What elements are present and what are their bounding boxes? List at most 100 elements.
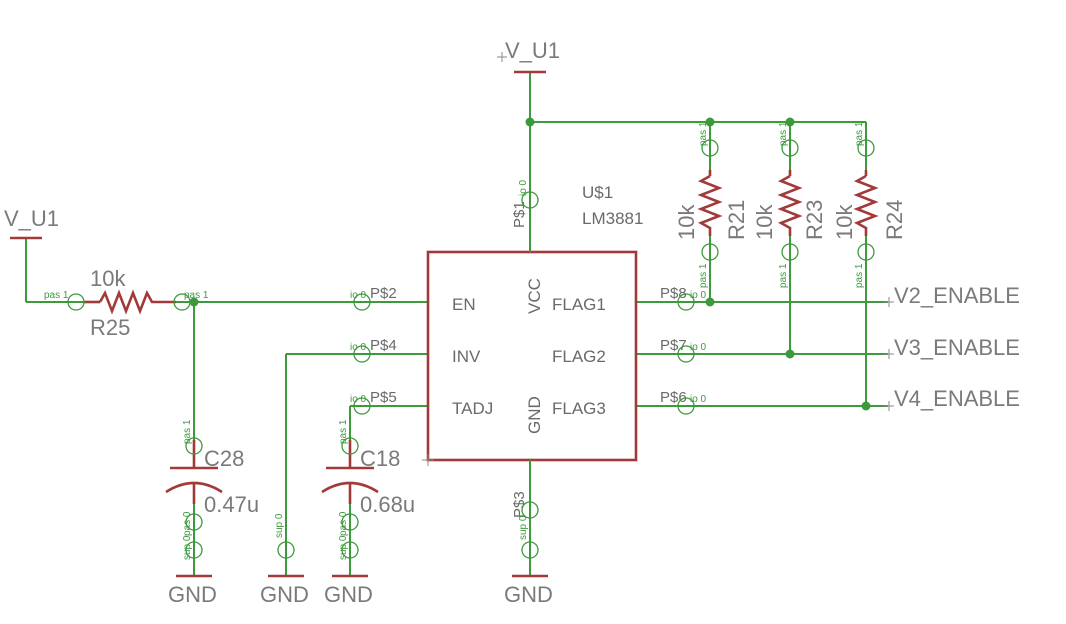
pad-p7: P$7: [660, 337, 687, 354]
wires: [25, 72, 888, 576]
pin-tag: pas 1: [698, 263, 709, 288]
pin-inv-label: INV: [452, 347, 481, 366]
pin-tag: io 0: [690, 342, 707, 353]
connection-circle: [185, 541, 203, 559]
pin-tag: pas 0: [182, 511, 193, 536]
ground-c28[interactable]: GND: [168, 574, 217, 607]
connection-circle: [67, 293, 85, 311]
pin-flag3-label: FLAG3: [552, 399, 606, 418]
supply-v-u1-left[interactable]: V_U1: [4, 206, 59, 240]
pin-tag: pas 1: [184, 290, 209, 301]
junction-dot: [525, 117, 535, 127]
pin-flag1-label: FLAG1: [552, 295, 606, 314]
pin-tag: io 0: [350, 290, 367, 301]
capacitor-c18[interactable]: C18 0.68u: [321, 440, 415, 517]
resistor-value: 10k: [90, 266, 126, 291]
resistor-name: R25: [90, 315, 130, 340]
junction-dot: [861, 401, 871, 411]
ground-inv[interactable]: GND: [260, 574, 309, 607]
resistor-value: 10k: [752, 204, 777, 240]
resistor-r25[interactable]: 10k R25: [84, 266, 176, 340]
junction-dot: [785, 117, 795, 127]
pin-tag: io 0: [350, 394, 367, 405]
connection-circle: [701, 243, 719, 261]
connection-circle: [521, 501, 539, 519]
pin-tag: io 0: [518, 179, 529, 196]
pin-tag: io 0: [350, 342, 367, 353]
ground-c18[interactable]: GND: [324, 574, 373, 607]
net-label: V3_ENABLE: [894, 335, 1020, 360]
pin-en-label: EN: [452, 295, 476, 314]
supply-v-u1-top[interactable]: V_U1: [497, 38, 560, 74]
resistor-name: R24: [882, 200, 907, 240]
net-v4-enable[interactable]: V4_ENABLE: [884, 386, 1020, 411]
capacitor-value: 0.47u: [204, 492, 259, 517]
pad-p1: P$1: [511, 201, 528, 228]
connection-circle: [353, 293, 371, 311]
pin-gnd-label: GND: [525, 396, 544, 434]
connection-circle: [341, 437, 359, 455]
pin-tag: sup 0: [182, 535, 193, 560]
junctions: [189, 117, 871, 411]
pin-tag: pas 1: [182, 419, 193, 444]
connection-circle: [857, 139, 875, 157]
pad-p8: P$8: [660, 285, 687, 302]
pin-tag: pas 1: [338, 419, 349, 444]
resistor-value: 10k: [832, 204, 857, 240]
pad-p6: P$6: [660, 389, 687, 406]
resistor-r24[interactable]: 10k R24: [832, 170, 907, 240]
resistor-value: 10k: [674, 204, 699, 240]
connection-circle: [277, 541, 295, 559]
connection-circle: [341, 513, 359, 531]
pad-p4: P$4: [370, 337, 397, 354]
net-label: V2_ENABLE: [894, 283, 1020, 308]
connection-circle: [857, 243, 875, 261]
connection-circle: [521, 191, 539, 209]
pin-tag: pas 0: [338, 511, 349, 536]
ic-part: LM3881: [582, 209, 643, 228]
pin-tag: pas 1: [854, 263, 865, 288]
connection-circle: [781, 243, 799, 261]
pin-tadj-label: TADJ: [452, 399, 493, 418]
junction-dot: [785, 349, 795, 359]
connection-circle: [341, 541, 359, 559]
connection-points: [67, 139, 875, 559]
ground-ic[interactable]: GND: [504, 574, 553, 607]
ground-label: GND: [260, 582, 309, 607]
capacitor-name: C18: [360, 446, 400, 471]
net-label: V4_ENABLE: [894, 386, 1020, 411]
junction-dot: [189, 297, 199, 307]
pin-tag: io 0: [690, 290, 707, 301]
connection-circle: [677, 397, 695, 415]
pin-tag: pas 1: [854, 121, 865, 146]
pin-flag2-label: FLAG2: [552, 347, 606, 366]
pin-tag: sup 0: [274, 513, 285, 538]
connection-circle: [353, 345, 371, 363]
ground-label: GND: [504, 582, 553, 607]
pin-tag: pas 1: [698, 121, 709, 146]
pin-vcc-label: VCC: [525, 278, 544, 314]
capacitor-c28[interactable]: C28 0.47u: [165, 440, 259, 517]
connection-circle: [185, 513, 203, 531]
pin-tag: io 0: [690, 394, 707, 405]
supply-label: V_U1: [505, 38, 560, 63]
pin-tag: pas 1: [44, 290, 69, 301]
net-v2-enable[interactable]: V2_ENABLE: [884, 283, 1020, 308]
ic-lm3881[interactable]: U$1 LM3881 EN INV TADJ FLAG1 FLAG2 FLAG3…: [370, 183, 687, 518]
pin-tags: pas 1 pas 1 io 0 io 0 io 0 io 0 io 0 io …: [44, 121, 865, 560]
connection-circle: [185, 437, 203, 455]
resistor-name: R23: [802, 200, 827, 240]
pad-p2: P$2: [370, 285, 397, 302]
pin-tag: sup 0: [518, 515, 529, 540]
pad-p5: P$5: [370, 389, 397, 406]
connection-circle: [677, 345, 695, 363]
net-v3-enable[interactable]: V3_ENABLE: [884, 335, 1020, 360]
resistor-r23[interactable]: 10k R23: [752, 170, 827, 240]
resistor-r21[interactable]: 10k R21: [674, 170, 749, 240]
connection-circle: [353, 397, 371, 415]
resistor-name: R21: [724, 200, 749, 240]
connection-circle: [701, 139, 719, 157]
pin-tag: pas 1: [778, 121, 789, 146]
connection-circle: [781, 139, 799, 157]
